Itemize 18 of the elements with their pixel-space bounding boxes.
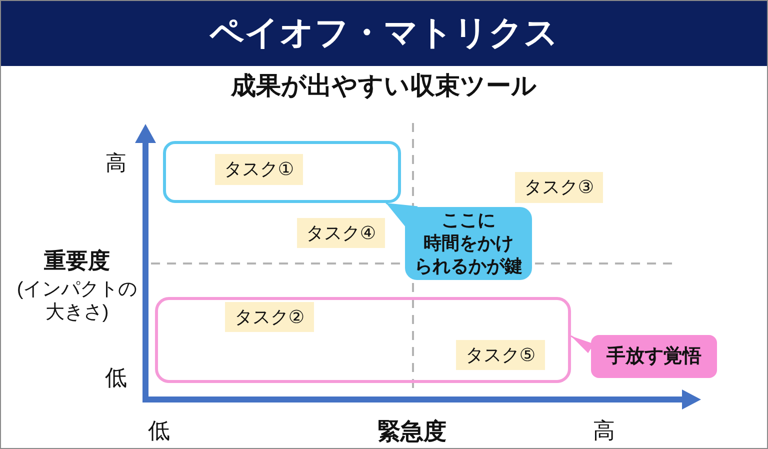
callout-bubble: 手放す覚悟 bbox=[591, 335, 717, 378]
highlight-frame bbox=[163, 141, 401, 203]
task-tag: タスク② bbox=[225, 302, 314, 332]
axis-tick-label: 高 bbox=[593, 418, 615, 444]
subtitle: 成果が出やすい収束ツール bbox=[231, 71, 537, 101]
axis-tick-label: 低 bbox=[105, 365, 127, 391]
axis-subtitle: (インパクトの大きさ) bbox=[16, 278, 138, 324]
task-tag: タスク③ bbox=[515, 172, 603, 203]
axis-title: 緊急度 bbox=[378, 417, 446, 445]
task-tag: タスク① bbox=[215, 154, 303, 185]
axis-title: 重要度 bbox=[44, 248, 110, 274]
task-tag: タスク⑤ bbox=[456, 340, 545, 370]
title: ペイオフ・マトリクス bbox=[210, 13, 558, 54]
highlight-frame bbox=[155, 297, 571, 383]
axis-tick-label: 低 bbox=[148, 418, 170, 444]
axis-tick-label: 高 bbox=[106, 151, 126, 176]
callout-bubble: ここに時間をかけられるかが鍵 bbox=[405, 207, 532, 280]
task-tag: タスク④ bbox=[297, 218, 385, 248]
